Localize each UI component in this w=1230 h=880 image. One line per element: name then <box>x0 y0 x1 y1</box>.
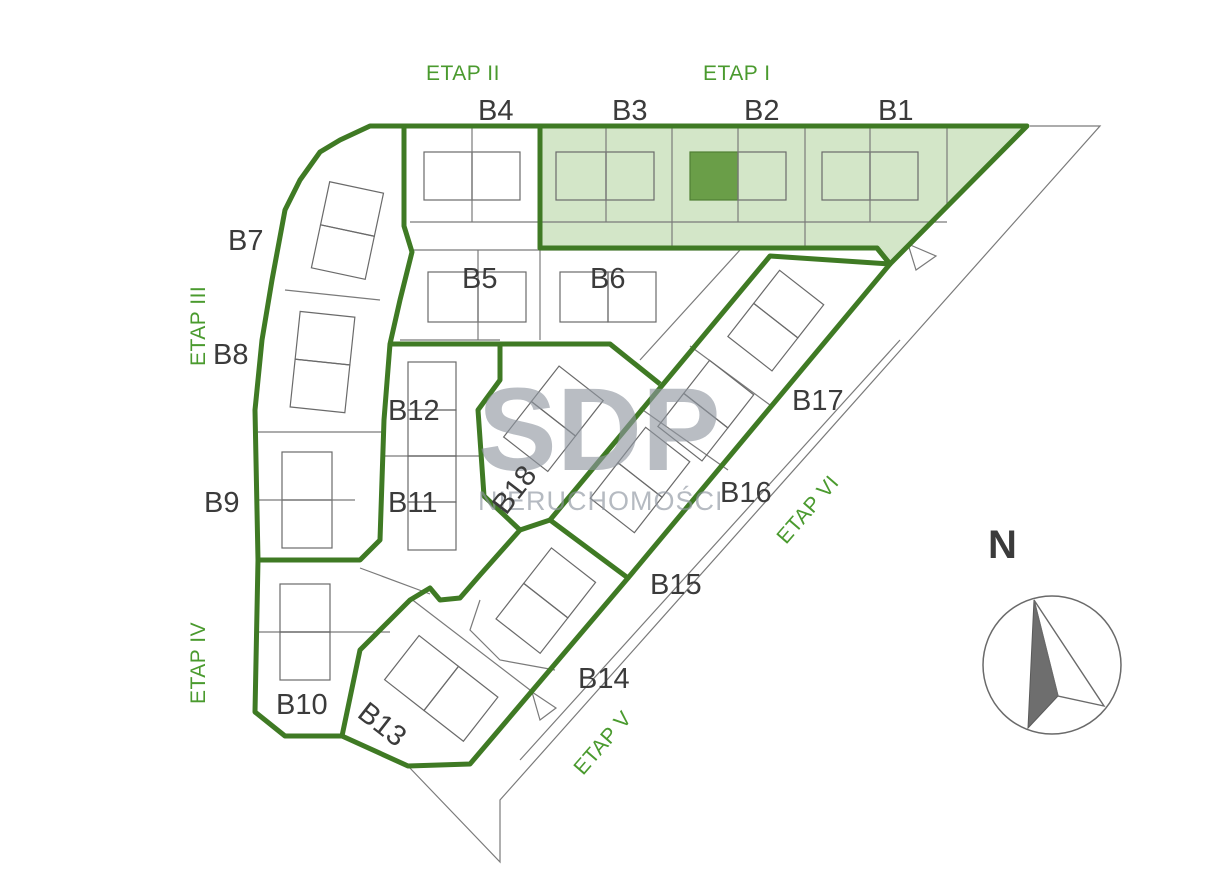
label-b16[interactable]: B16 <box>720 477 772 509</box>
house-b10[interactable] <box>279 583 331 681</box>
etap-6-boundary[interactable] <box>548 253 893 580</box>
house-b16[interactable] <box>657 359 755 462</box>
compass-circle <box>982 595 1122 735</box>
house-b17[interactable] <box>727 269 825 372</box>
compass-needle-light <box>1033 599 1106 708</box>
compass-north-label: N <box>988 523 1017 567</box>
house-b14[interactable] <box>495 547 597 655</box>
etap-1-label: ETAP I <box>703 62 771 85</box>
watermark-logo: SDP <box>478 364 721 496</box>
house-b18[interactable] <box>502 365 605 473</box>
label-b1[interactable]: B1 <box>878 95 913 127</box>
house-b4[interactable] <box>423 126 521 222</box>
house-b9[interactable] <box>258 451 355 549</box>
house-b6[interactable] <box>559 271 657 323</box>
etap-5-boundary[interactable] <box>340 517 631 769</box>
entrance-arrow-east <box>907 242 938 271</box>
entrance-arrow-south <box>530 690 558 722</box>
etap-3-boundary[interactable] <box>252 123 404 563</box>
label-b3[interactable]: B3 <box>612 95 647 127</box>
house-b15[interactable] <box>589 426 691 534</box>
label-b6[interactable]: B6 <box>590 263 625 295</box>
label-b15[interactable]: B15 <box>650 569 702 601</box>
etap-1-area[interactable] <box>540 126 1027 264</box>
label-b5[interactable]: B5 <box>462 263 497 295</box>
compass-needle-dark <box>1027 599 1059 730</box>
label-b12[interactable]: B12 <box>388 395 440 427</box>
etap-4-boundary[interactable] <box>252 344 523 739</box>
label-b10[interactable]: B10 <box>276 689 328 721</box>
watermark: SDP NIERUCHOMOŚCI <box>478 364 724 516</box>
house-b3[interactable] <box>540 126 672 223</box>
label-b14[interactable]: B14 <box>578 663 630 695</box>
selected-unit[interactable] <box>689 151 739 201</box>
house-b1[interactable] <box>805 126 947 223</box>
watermark-subtitle: NIERUCHOMOŚCI <box>478 484 724 516</box>
compass: N <box>982 523 1122 735</box>
house-b7[interactable] <box>310 181 385 280</box>
etap-5-label: ETAP V <box>569 707 636 779</box>
house-b11[interactable] <box>407 455 457 551</box>
house-b5[interactable] <box>427 250 527 340</box>
etap-2-label: ETAP II <box>426 62 500 85</box>
house-b13[interactable] <box>383 634 499 743</box>
etap-boundaries <box>252 123 1030 769</box>
label-b7[interactable]: B7 <box>228 225 263 257</box>
label-b8[interactable]: B8 <box>213 339 248 371</box>
etap-2-west-edge <box>387 126 662 386</box>
label-b17[interactable]: B17 <box>792 385 844 417</box>
etap-2-boundary[interactable] <box>404 123 892 266</box>
house-b2[interactable] <box>672 126 805 223</box>
label-b11[interactable]: B11 <box>388 487 437 519</box>
house-outlines <box>258 126 947 743</box>
road-outline <box>407 125 1102 864</box>
etap-4-label: ETAP IV <box>187 622 210 704</box>
label-b9[interactable]: B9 <box>204 487 239 519</box>
label-b2[interactable]: B2 <box>744 95 779 127</box>
label-b4[interactable]: B4 <box>478 95 513 127</box>
house-b8[interactable] <box>289 310 356 414</box>
etap-3-label: ETAP III <box>187 286 210 366</box>
